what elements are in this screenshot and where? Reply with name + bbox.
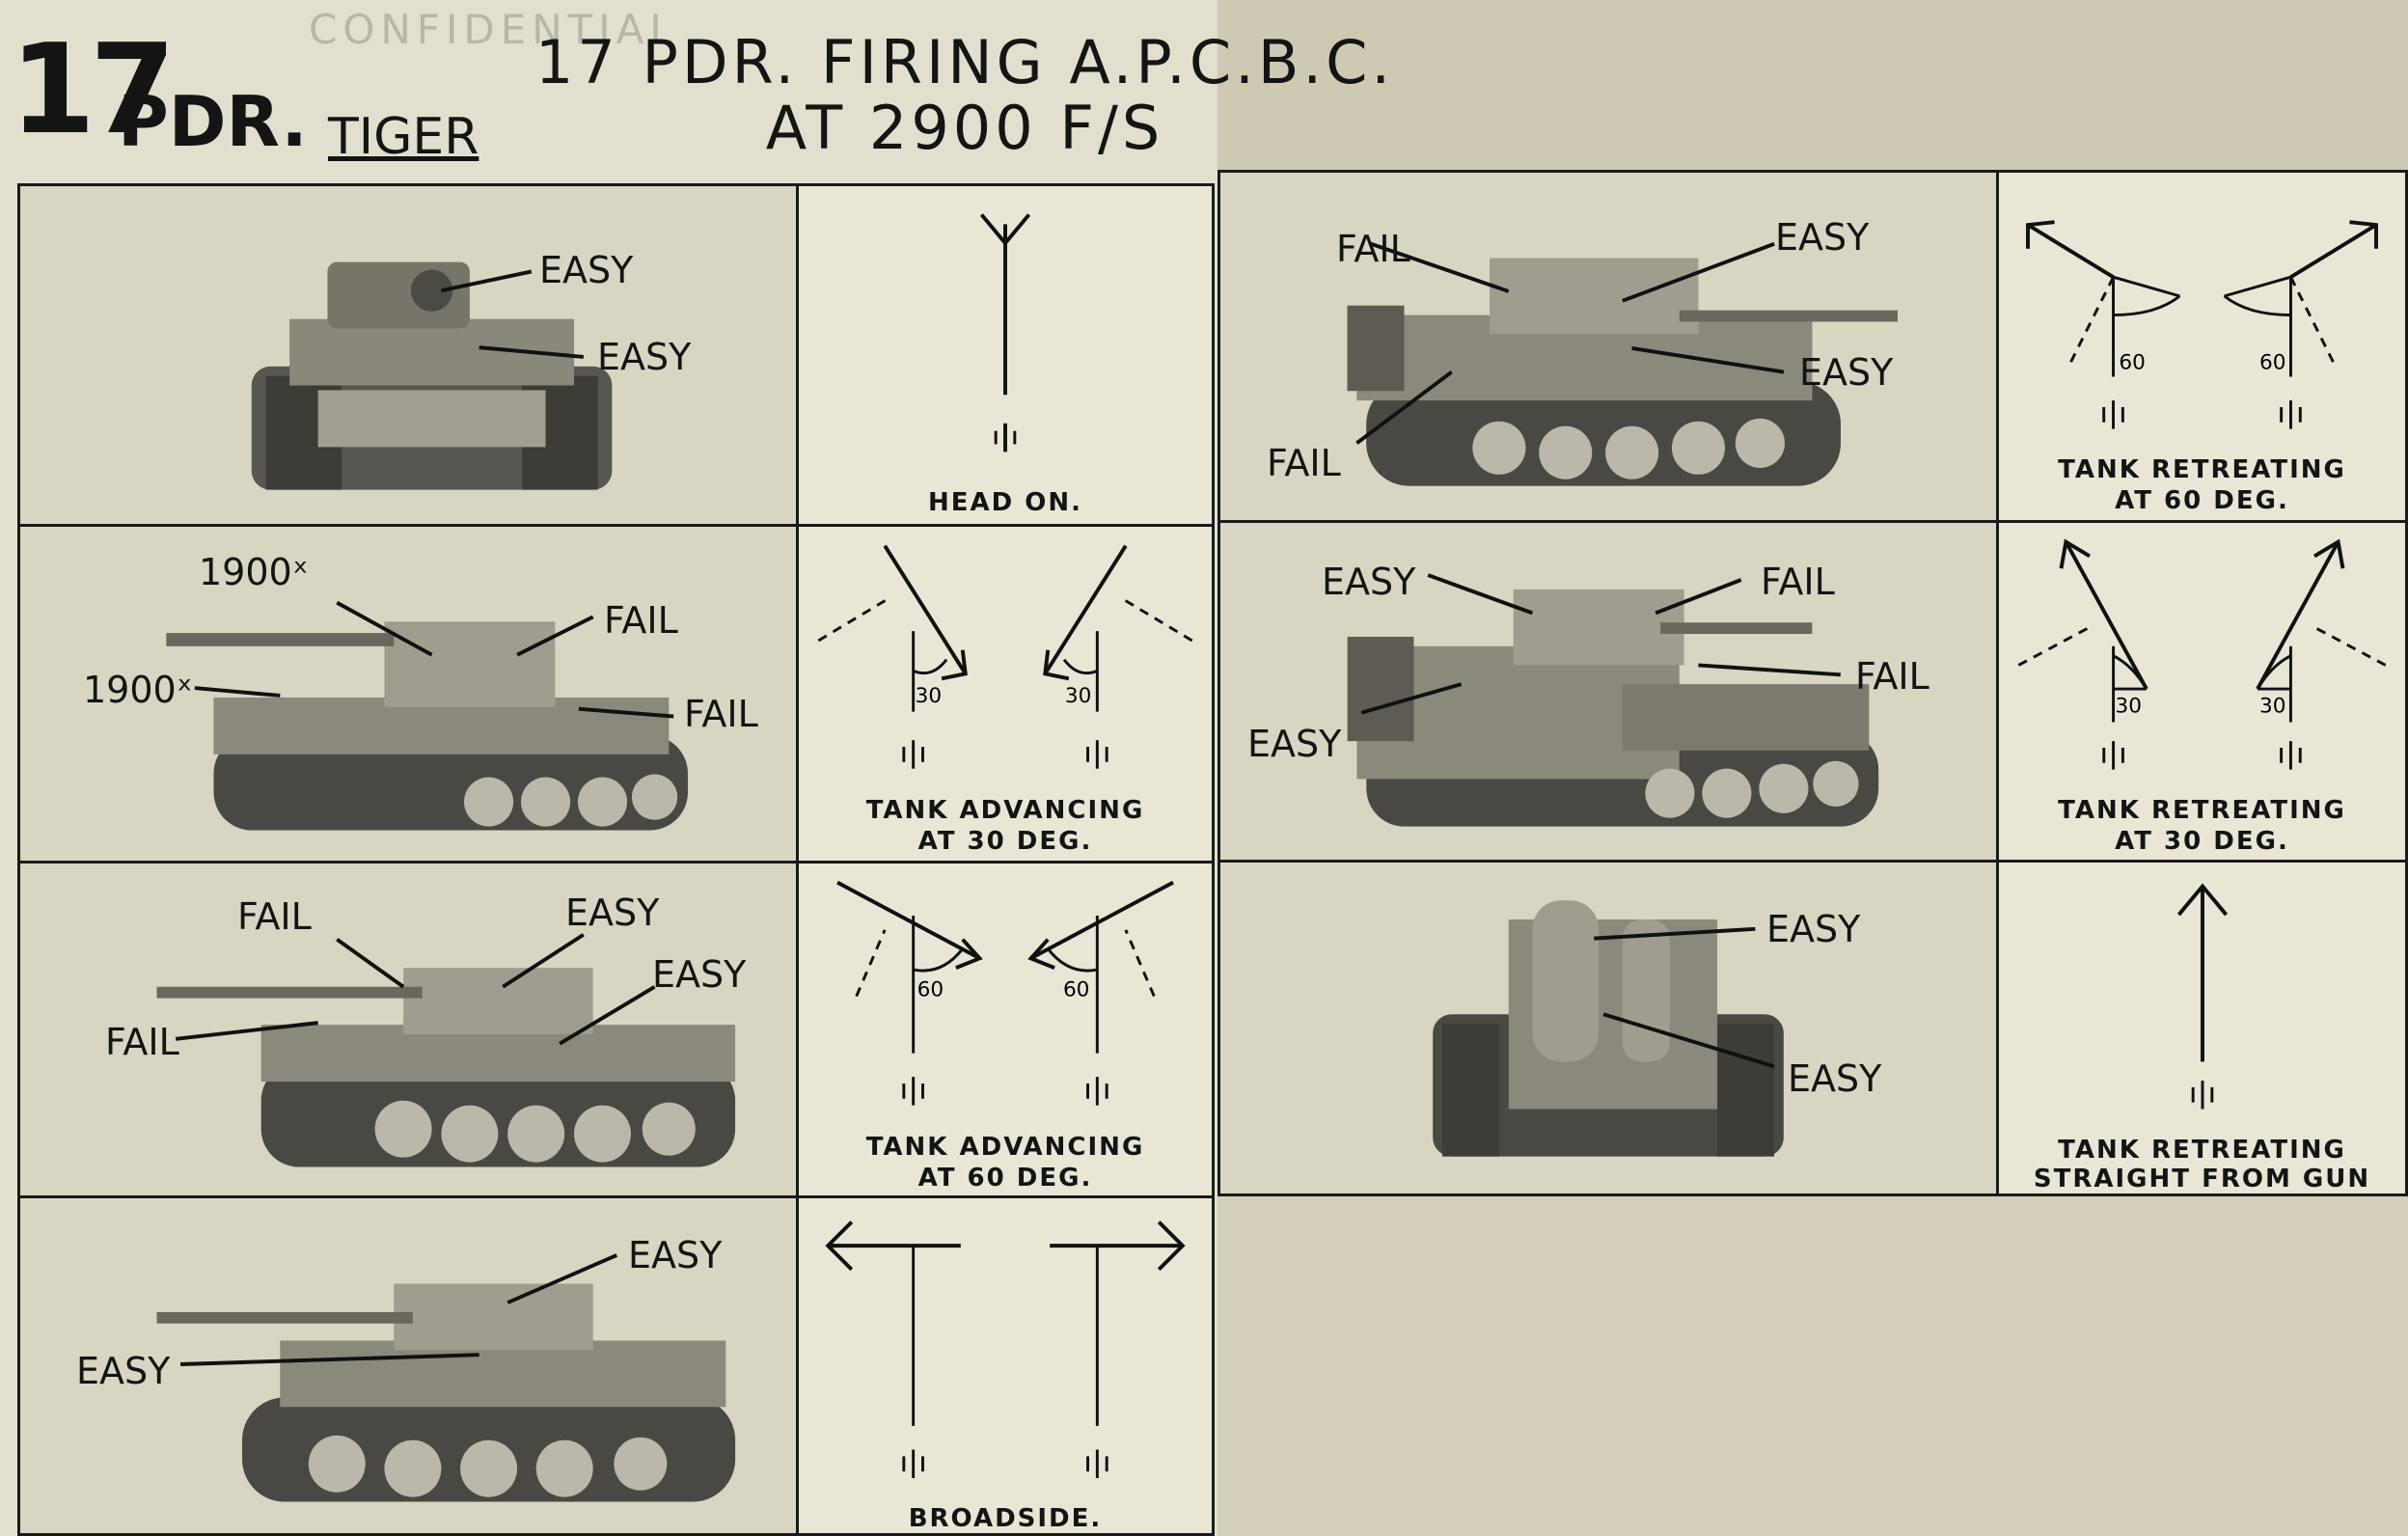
angle-label-right: 30 — [1065, 684, 1092, 708]
caption-advancing-30-line1: TANK ADVANCING — [865, 796, 1145, 825]
label-fail-hull: FAIL — [105, 1021, 179, 1063]
diagram-broadside: BROADSIDE. — [796, 1195, 1215, 1536]
label-fail-turret: FAIL — [1336, 228, 1410, 270]
advancing-60-arrow-diagram: 60 60 — [836, 880, 1174, 1106]
diagram-head-on: HEAD ON. — [796, 183, 1215, 527]
caption-retreating-60-line1: TANK RETREATING — [2058, 455, 2346, 484]
retreating-straight-arrow-diagram — [2176, 883, 2229, 1110]
photo-broadside: EASY EASY — [17, 1195, 799, 1536]
photo-retreating-straight: EASY EASY — [1218, 860, 1999, 1196]
label-fail-hull: FAIL — [684, 693, 758, 735]
broadside-arrow-diagram — [825, 1221, 1186, 1478]
blank-area — [1218, 1196, 2408, 1536]
caption-retreating-30-line1: TANK RETREATING — [2058, 796, 2346, 825]
label-fail-hull: FAIL — [1855, 655, 1929, 698]
angle-label-right: 30 — [2259, 695, 2286, 719]
target-name: TIGER — [328, 108, 479, 166]
confidential-stamp: CONFIDENTIAL — [309, 6, 678, 53]
photo-retreating-60: FAIL EASY EASY FAIL — [1218, 170, 1999, 523]
caption-retreating-straight-line2: STRAIGHT FROM GUN — [2033, 1165, 2371, 1193]
tank-rear-image — [1433, 900, 1784, 1157]
page-title-line2: AT 2900 F/S — [765, 93, 1164, 163]
tank-broadside-image — [156, 1283, 736, 1502]
diagram-retreating-straight: TANK RETREATING STRAIGHT FROM GUN — [1996, 860, 2408, 1196]
diagram-advancing-60: 60 60 TANK ADVANCING AT 60 DEG. — [796, 861, 1215, 1198]
photo-head-on: EASY EASY — [17, 183, 799, 527]
tank-front-image — [251, 261, 613, 490]
advancing-30-arrow-diagram: 30 30 — [817, 544, 1193, 769]
label-easy-upper: EASY — [1766, 908, 1861, 950]
diagram-retreating-60: 60 60 TANK RETREATING AT 60 DEG. — [1996, 170, 2408, 523]
caption-advancing-30-line2: AT 30 DEG. — [917, 827, 1093, 856]
label-easy-turret: EASY — [565, 891, 660, 934]
label-easy-turret: EASY — [539, 249, 634, 291]
angle-label-left: 30 — [2116, 695, 2143, 719]
gun-number: 17 — [10, 18, 176, 162]
diagram-advancing-30: 30 30 TANK ADVANCING AT 30 DEG. — [796, 524, 1215, 864]
label-easy-hull: EASY — [652, 953, 747, 996]
label-fail-turret: FAIL — [604, 599, 678, 642]
angle-label-left: 30 — [916, 684, 943, 708]
label-fail-turret: FAIL — [237, 895, 312, 938]
caption-advancing-60-line2: AT 60 DEG. — [917, 1164, 1093, 1193]
label-easy-hull: EASY — [597, 336, 692, 378]
label-easy-hull: EASY — [1799, 351, 1894, 394]
caption-broadside: BROADSIDE. — [908, 1504, 1103, 1533]
angle-label-left: 60 — [2119, 351, 2146, 375]
angle-label-right: 60 — [2259, 351, 2286, 375]
photo-retreating-30: EASY FAIL FAIL EASY — [1218, 520, 1999, 863]
gun-unit: PDR. — [118, 81, 308, 162]
label-easy-turret: EASY — [1775, 216, 1870, 259]
label-easy-turret: EASY — [628, 1234, 723, 1276]
retreating-60-arrow-diagram: 60 60 — [2026, 220, 2378, 429]
photo-advancing-60: FAIL EASY EASY FAIL — [17, 861, 799, 1198]
label-easy-hull: EASY — [76, 1350, 171, 1392]
label-easy-lower: EASY — [1788, 1057, 1882, 1100]
tank-side-60-image — [156, 968, 736, 1167]
label-easy-turret: EASY — [1322, 561, 1416, 603]
caption-retreating-straight-line1: TANK RETREATING — [2058, 1136, 2346, 1165]
caption-head-on: HEAD ON. — [927, 488, 1082, 517]
retreating-30-arrow-diagram: 30 30 — [2017, 538, 2387, 770]
diagram-retreating-30: 30 30 TANK RETREATING AT 30 DEG. — [1996, 520, 2408, 863]
caption-retreating-30-line2: AT 30 DEG. — [2115, 827, 2289, 856]
caption-retreating-60-line2: AT 60 DEG. — [2115, 486, 2289, 515]
photo-advancing-30: 1900ˣ FAIL 1900ˣ FAIL — [17, 524, 799, 864]
page-title-line1: 17 PDR. FIRING A.P.C.B.C. — [534, 27, 1395, 97]
label-1900-turret: 1900ˣ — [199, 551, 309, 593]
label-fail-hull: FAIL — [1267, 442, 1341, 484]
label-1900-hull: 1900ˣ — [83, 669, 193, 711]
angle-label-right: 60 — [1063, 978, 1090, 1002]
head-on-arrow-diagram — [979, 213, 1031, 453]
caption-advancing-60-line1: TANK ADVANCING — [865, 1133, 1145, 1162]
label-fail-turret: FAIL — [1761, 561, 1835, 603]
label-easy-hull: EASY — [1247, 723, 1342, 765]
angle-label-left: 60 — [917, 978, 944, 1002]
